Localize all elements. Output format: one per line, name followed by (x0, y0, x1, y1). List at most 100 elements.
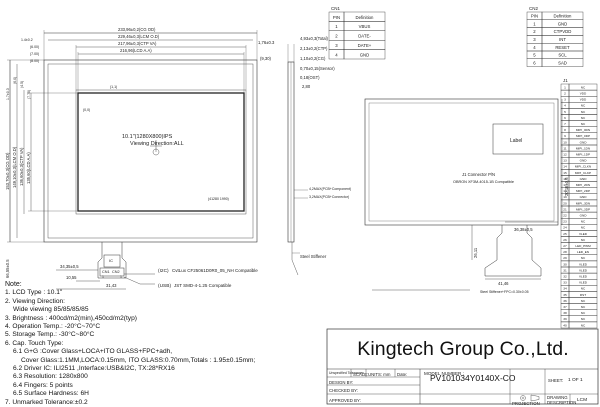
j1-pin: 33 (563, 281, 567, 285)
j1-row: 9 MIPI_0DP (560, 132, 598, 140)
dim-left-small-1: (6.0) (13, 77, 17, 84)
j1-row: 2 VDD (560, 89, 598, 97)
j1-definition: GND (580, 159, 588, 163)
title-block (326, 328, 599, 405)
rear-dim-fpc: 26,11 (473, 247, 478, 258)
j1-definition: VDD (580, 91, 587, 95)
j1-pin: 29 (563, 256, 567, 260)
cn1-label: CN1 (102, 270, 110, 274)
rear-dim-width: 36,38±0,5 (514, 227, 533, 232)
i2c-connector: CvtLux CF25061D0R0_05_NH Compatible (172, 268, 258, 273)
cn1-definition: Definition (356, 15, 375, 20)
j1-pin: 22 (563, 213, 567, 217)
note-line: 4. Operation Temp.: -20°C~70°C (5, 323, 101, 331)
j1-pin: 9 (564, 134, 566, 138)
pixel-last-label: (41280 1990) (208, 197, 229, 201)
dim-left-cg: 153,70±0,3(CG OD) (5, 152, 10, 190)
cn2-label: CN2 (112, 270, 120, 274)
cn1-definition: DATE+ (358, 43, 372, 48)
ic-chip (103, 254, 121, 268)
note-line: 6.3 Resolution: 1280x800 (13, 373, 88, 381)
j1-pin: 2 (564, 91, 566, 95)
tb-date: Date: (397, 372, 408, 377)
j1-pin: 28 (563, 250, 567, 254)
cn1-pin: PIN (333, 15, 340, 20)
j1-definition: MIPI_0DN (576, 128, 590, 132)
cn2-pin: 6 (533, 60, 536, 65)
tb-model-label: MODEL NUMBER : (424, 371, 464, 376)
j1-row: 13 GND (560, 156, 598, 164)
j1-definition: MIPI_2DN (576, 183, 590, 187)
j1-definition: NC (581, 220, 586, 224)
j1-definition: MIPI_CLKP (575, 171, 591, 175)
dim-top-lcm: 229,46±0,3(LCM O.D) (118, 34, 160, 39)
cn2-pin: PIN (531, 14, 538, 19)
j1-definition: GND (580, 140, 588, 144)
j1-definition: NC (581, 287, 586, 291)
rear-dim-fpc-width: 41,46 (498, 281, 509, 286)
cn1-definition: VBUS (359, 24, 371, 29)
fpc-outline (97, 242, 127, 279)
j1-definition: NC (581, 85, 586, 89)
j1-row: 17 MIPI_2DN (560, 181, 598, 188)
side-dim-total: 4,93±0,3(Total) (300, 36, 329, 41)
ctp-viewing-area (75, 89, 247, 215)
cn2-definition: GND (558, 21, 568, 26)
j1-pin: 6 (564, 116, 566, 120)
j1-definition: VLED (579, 274, 588, 278)
viewing-direction: Viewing Direction:ALL (130, 141, 184, 147)
cn1-pin: 3 (335, 43, 338, 48)
dim-fpc-1: 10,55 (66, 275, 77, 280)
dim-top-right-0: 1,76±0.3 (258, 40, 275, 45)
side-dim-ctp: 2,13±0,2(CTP) (300, 46, 328, 51)
j1-definition: NC (581, 305, 586, 309)
fpc-label-component: 4,2MAX(PCB+Component) (309, 187, 351, 191)
usb-connector: JST SMD-4-1.25 Compatible (174, 283, 232, 288)
dim-top-cg: 233,96±0,2(CG OD) (118, 27, 156, 32)
j1-pin: 36 (563, 299, 567, 303)
j1-pin: 16 (563, 177, 567, 181)
tb-approved-by: APPROVED BY: (329, 398, 361, 403)
side-dim-sensor: 0,70±0,15(Sensor) (300, 66, 335, 71)
rear-fpc-note: Steel Stiffener+FPC=0.30±0.05 (480, 290, 529, 294)
cn2-pin: 1 (533, 21, 536, 26)
dim-left-small-0: 1.7±0.3 (6, 88, 10, 100)
j1-pin: 18 (563, 189, 567, 193)
cn1-pin: 2 (335, 34, 338, 39)
tb-scale: SCALE: (353, 372, 369, 377)
dim-top-right-1: (9,30) (260, 56, 272, 61)
note-line: Cover Glass:1.1MM,LOCA:0.15mm, ITO GLASS… (21, 356, 256, 364)
j1-definition: MIPI_3DN (576, 201, 590, 205)
dim-top-left-0: 1.4±0.2 (21, 38, 33, 42)
j1-pin: 17 (563, 183, 567, 187)
cn1-definition: GND (360, 52, 370, 57)
j1-definition: MIPI_0DP (576, 134, 590, 138)
cn2-pin: 4 (533, 45, 536, 50)
note-line: 5. Storage Temp.: -30°C~80°C (5, 331, 95, 339)
tb-projection: PROJECTION (512, 401, 540, 406)
j1-pin: 13 (563, 159, 567, 163)
cn2-pin: 5 (533, 53, 536, 58)
j1-definition: VLED (579, 262, 588, 266)
